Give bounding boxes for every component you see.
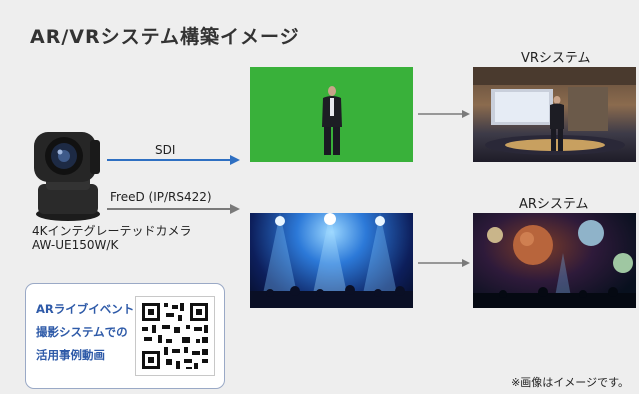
page-title: AR/VRシステム構築イメージ	[30, 26, 300, 48]
freed-label: FreeD (IP/RS422)	[110, 190, 212, 204]
qr-code-icon[interactable]	[135, 296, 215, 376]
ar-arrow-head	[462, 259, 470, 267]
video-qr-card[interactable]: ARライブイベント 撮影システムでの 活用事例動画	[25, 283, 225, 389]
vr-studio-image	[473, 67, 636, 162]
ar-space-image	[473, 213, 636, 308]
vr-system-label: VRシステム	[521, 51, 591, 66]
concert-stage-image	[250, 213, 413, 308]
qr-card-line1: ARライブイベント	[36, 302, 135, 316]
ar-system-label: ARシステム	[519, 197, 589, 212]
qr-card-line3: 活用事例動画	[36, 348, 105, 362]
qr-card-line2: 撮影システムでの	[36, 325, 128, 339]
image-disclaimer: ※画像はイメージです。	[511, 376, 629, 389]
sdi-label: SDI	[155, 143, 176, 157]
green-screen-image	[250, 67, 413, 162]
freed-arrow-head	[230, 204, 240, 214]
camera-name-line2: AW-UE150W/K	[32, 238, 119, 252]
camera-name-line1: 4Kインテグレーテッドカメラ	[32, 224, 192, 238]
vr-arrow-head	[462, 110, 470, 118]
ptz-camera-icon	[34, 132, 100, 221]
sdi-arrow-head	[230, 155, 240, 165]
qr-card-text: ARライブイベント 撮影システムでの 活用事例動画	[36, 298, 135, 367]
